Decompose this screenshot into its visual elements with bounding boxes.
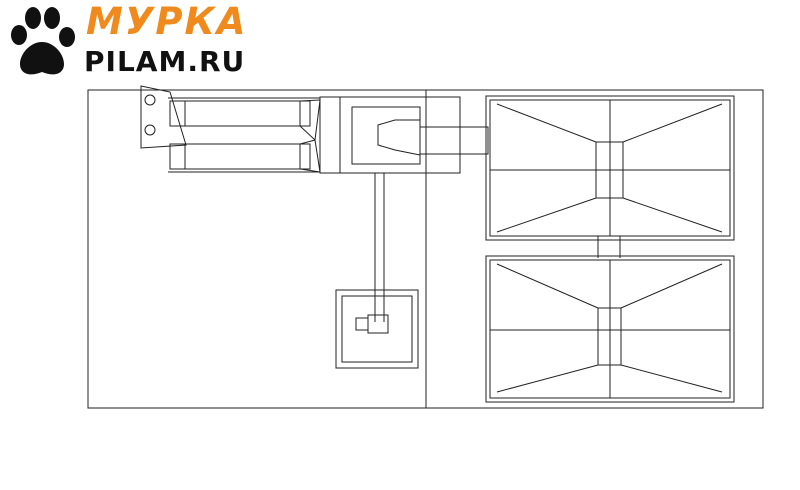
- motor-pit: [335, 289, 419, 369]
- loading-hopper: [140, 85, 187, 149]
- bunker-lower: [485, 255, 735, 403]
- brand-name: МУРКА: [86, 0, 248, 43]
- brand-site: PILAM.RU: [84, 45, 246, 78]
- lower-conveyor: [168, 139, 321, 173]
- brand-logo: МУРКА PILAM.RU: [0, 0, 270, 85]
- paw-print-icon: [11, 7, 75, 75]
- central-machine: [319, 96, 489, 174]
- upper-conveyor: [168, 97, 321, 142]
- bunker-upper: [485, 95, 735, 241]
